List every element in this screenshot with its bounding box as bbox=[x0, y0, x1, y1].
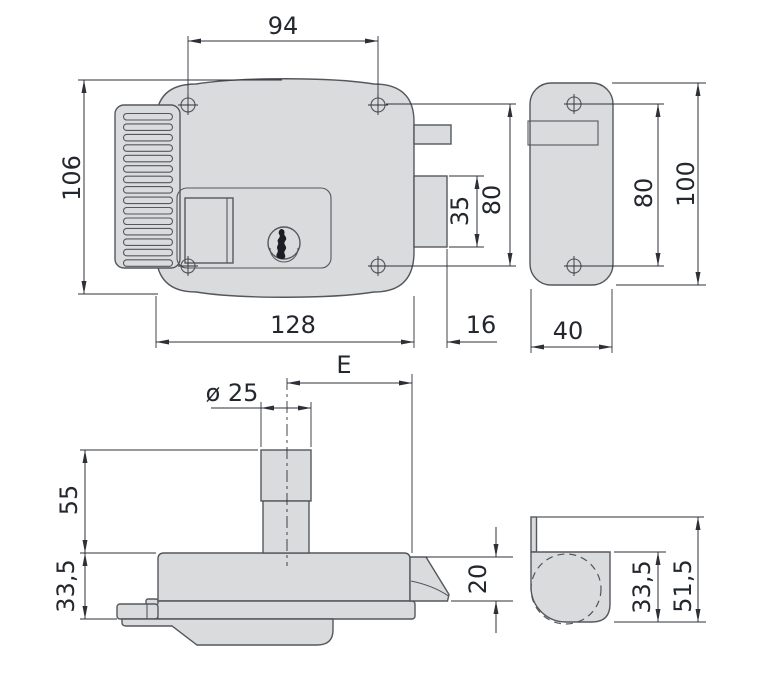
grille-slot bbox=[122, 186, 174, 194]
latch-tab bbox=[413, 124, 452, 145]
dim-backset-label: E bbox=[336, 351, 351, 379]
grille-slot bbox=[122, 123, 174, 131]
grille-slot bbox=[122, 227, 174, 236]
dim-strike-hole-spacing-label: 80 bbox=[630, 178, 658, 209]
grille-slot bbox=[122, 248, 174, 257]
strike-plate-front-view bbox=[527, 82, 614, 286]
dim-height-label: 106 bbox=[58, 155, 86, 201]
strike-plate-front-dimensions: 80 100 40 bbox=[530, 82, 706, 353]
dim-width-label: 128 bbox=[270, 311, 316, 339]
dim-hole-spacing-v-label: 80 bbox=[478, 185, 506, 216]
dim-bolt-protrusion-label: 16 bbox=[466, 311, 497, 339]
top-view-dimensions: E ø 25 55 33,5 20 bbox=[52, 351, 513, 633]
roller-cavity-circle bbox=[530, 553, 602, 625]
strike-box-side-dimensions: 33,5 51,5 bbox=[614, 517, 706, 623]
bottom-cover bbox=[121, 618, 334, 646]
strike-box-side-view bbox=[530, 516, 704, 625]
front-view bbox=[114, 78, 452, 298]
grille-slot bbox=[122, 154, 174, 163]
grille-slot bbox=[122, 112, 174, 121]
dim-body-depth-label: 33,5 bbox=[52, 559, 80, 612]
grille-slot bbox=[122, 165, 174, 173]
deadbolt bbox=[413, 175, 448, 248]
keyhole-icon bbox=[276, 229, 287, 260]
grille-slot bbox=[122, 133, 174, 142]
dim-strike-height-label: 100 bbox=[672, 161, 700, 207]
dim-strike-width-label: 40 bbox=[553, 317, 584, 345]
grille-slots bbox=[122, 112, 174, 267]
screw-hole bbox=[368, 256, 388, 276]
latch-bolt-bevel bbox=[410, 580, 449, 597]
latch-knob bbox=[184, 197, 234, 264]
cylinder-side-outer bbox=[260, 449, 312, 502]
strike-plate-lip bbox=[530, 516, 538, 553]
lock-body-top bbox=[157, 552, 411, 602]
grille-slot bbox=[122, 175, 174, 184]
grille-slot bbox=[122, 144, 174, 152]
screw-hole bbox=[564, 256, 584, 276]
cylinder-side-inner bbox=[262, 500, 310, 554]
hinge-tab bbox=[116, 603, 159, 620]
grille-slot bbox=[122, 206, 174, 215]
front-view-dimensions: 94 106 128 16 35 80 bbox=[58, 12, 516, 348]
cylinder-inner-arc bbox=[269, 247, 299, 263]
dim-total-depth-label: 51,5 bbox=[669, 559, 697, 612]
mounting-plate bbox=[156, 600, 416, 620]
dim-hole-spacing-h-label: 94 bbox=[268, 12, 299, 40]
screw-holes bbox=[178, 95, 388, 276]
dim-cylinder-length-label: 55 bbox=[55, 485, 83, 516]
dim-bolt-height-label: 35 bbox=[446, 196, 474, 227]
grille-slot bbox=[122, 238, 174, 246]
dim-cylinder-diameter-label: ø 25 bbox=[206, 379, 259, 407]
grille-slot bbox=[122, 217, 174, 226]
strike-plate bbox=[529, 82, 614, 286]
dim-inner-depth-label: 33,5 bbox=[628, 560, 656, 613]
grille-slot bbox=[122, 259, 174, 267]
grille-slot bbox=[122, 196, 174, 205]
top-view bbox=[116, 449, 450, 646]
screw-hole bbox=[178, 256, 198, 276]
strike-box bbox=[530, 551, 611, 623]
latch-opening bbox=[527, 120, 599, 146]
screw-hole bbox=[564, 94, 584, 114]
dim-latch-height-label: 20 bbox=[464, 564, 492, 595]
cover-panel bbox=[176, 187, 332, 269]
